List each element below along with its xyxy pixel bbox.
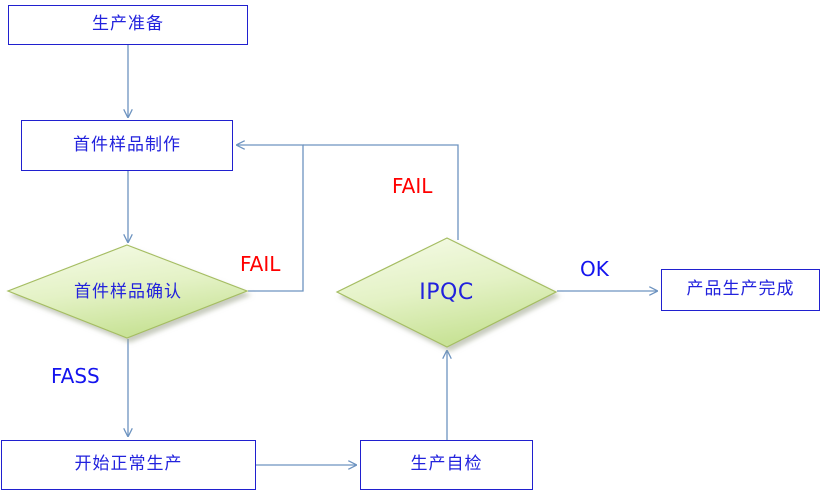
node-confirm[interactable]: 首件样品确认 [8,245,248,339]
decision-shape-ipqc [335,237,558,348]
node-sample-label: 首件样品制作 [73,134,181,155]
node-done-label: 产品生产完成 [686,279,795,300]
decision-shapes [6,237,558,348]
edge-label-confirm-fail: FAIL [240,252,281,276]
node-prep[interactable]: 生产准备 [8,5,248,45]
node-normal-production[interactable]: 开始正常生产 [1,440,256,490]
edge-label-ipqc-ok: OK [580,257,609,281]
node-confirm-label: 首件样品确认 [74,281,182,302]
node-ipqc-label: IPQC [419,279,474,305]
edge-ipqc-fail-to-sample [303,144,459,240]
edge-label-ipqc-fail: FAIL [392,174,433,198]
node-done[interactable]: 产品生产完成 [661,269,820,311]
node-sample[interactable]: 首件样品制作 [21,120,233,171]
node-prep-label: 生产准备 [92,14,164,35]
node-normal-production-label: 开始正常生产 [74,454,183,475]
edge-label-confirm-pass: FASS [51,364,100,388]
node-ipqc[interactable]: IPQC [337,238,556,348]
edge-confirm-fail-to-sample [237,145,304,292]
node-self-check[interactable]: 生产自检 [360,440,533,490]
node-self-check-label: 生产自检 [410,454,483,475]
decision-shape-confirm [6,244,249,339]
